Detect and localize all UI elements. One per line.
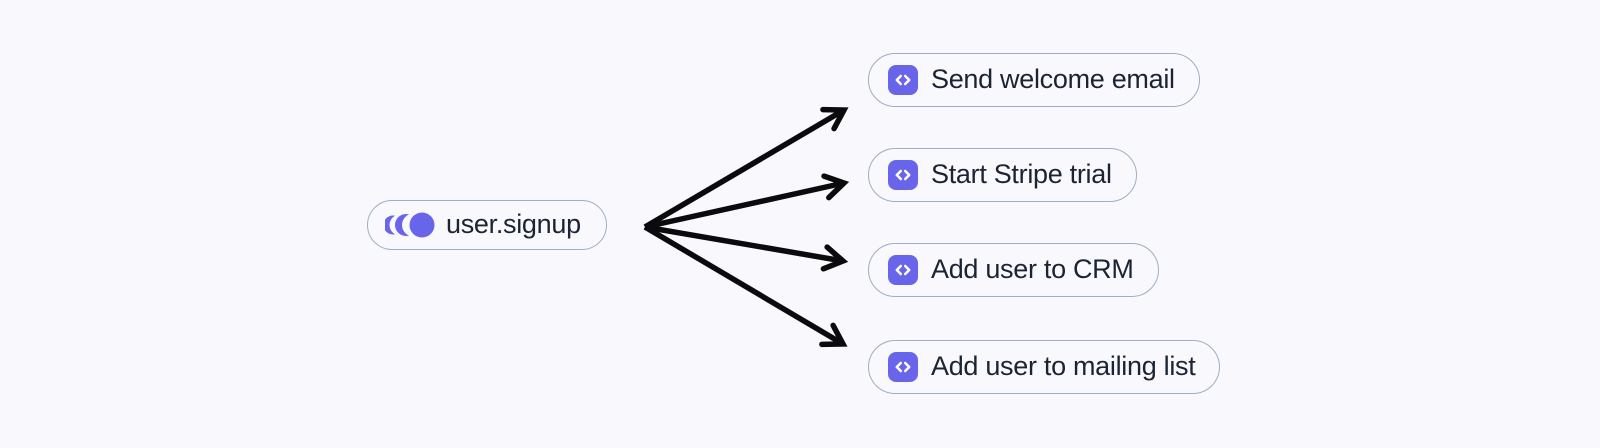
step-node-add-user-to-crm: Add user to CRM bbox=[868, 243, 1159, 297]
code-icon bbox=[888, 160, 918, 190]
step-node-add-user-to-mailing-list: Add user to mailing list bbox=[868, 340, 1221, 394]
step-label: Add user to mailing list bbox=[931, 350, 1196, 381]
arrow-to-add-user-to-crm bbox=[644, 224, 849, 272]
arrow-to-add-user-to-mailing-list bbox=[643, 224, 848, 348]
event-ripple-icon bbox=[385, 212, 435, 238]
step-node-start-stripe-trial: Start Stripe trial bbox=[868, 148, 1137, 202]
code-icon bbox=[888, 65, 918, 95]
step-label: Add user to CRM bbox=[931, 253, 1134, 284]
step-label: Send welcome email bbox=[931, 63, 1175, 94]
trigger-node-user-signup: user.signup bbox=[367, 200, 607, 250]
step-node-send-welcome-email: Send welcome email bbox=[868, 53, 1200, 107]
arrow-to-send-welcome-email bbox=[643, 106, 849, 230]
trigger-label: user.signup bbox=[446, 208, 581, 239]
code-icon bbox=[888, 352, 918, 382]
code-icon bbox=[888, 255, 918, 285]
step-label: Start Stripe trial bbox=[931, 158, 1112, 189]
arrow-to-start-stripe-trial bbox=[644, 173, 850, 230]
